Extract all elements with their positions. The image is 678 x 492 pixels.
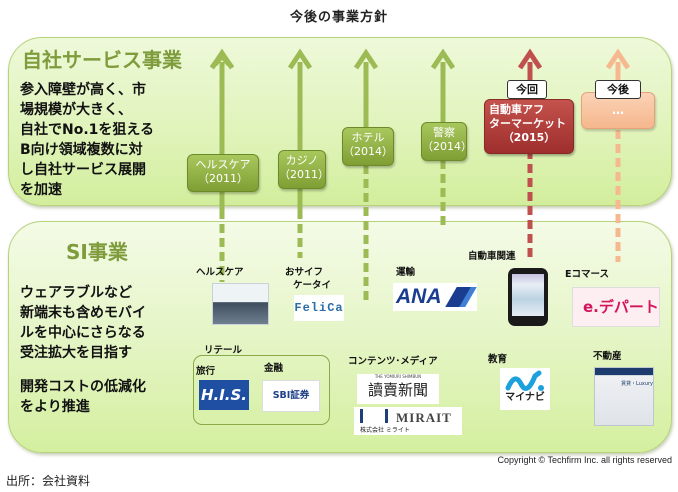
desc-line: し自社サービス展開 bbox=[20, 162, 146, 178]
milestone-year: （2014） bbox=[422, 140, 472, 153]
desc-line: ルを中心にさらなる bbox=[20, 325, 146, 341]
mynavi-logo: マイナビ bbox=[500, 368, 550, 410]
yomiuri-text: 讀賣新聞 bbox=[367, 381, 428, 399]
edepart-logo: e.デパート bbox=[572, 287, 660, 327]
milestone-name: 自動車アフ bbox=[489, 103, 544, 116]
label-ecommerce: Eコマース bbox=[565, 269, 610, 280]
si-panel bbox=[8, 221, 672, 453]
healthcare-app-screenshot bbox=[212, 283, 269, 325]
milestone-name: ヘルスケア bbox=[195, 158, 251, 171]
mirait-mark-icon bbox=[360, 409, 388, 423]
desc-line: 開発コストの低減化 bbox=[20, 379, 146, 395]
sbi-logo: SBI証券 bbox=[262, 380, 320, 412]
label-transport: 運輸 bbox=[396, 267, 416, 278]
real-estate-site-screenshot: 賃貸・Luxury bbox=[594, 367, 654, 426]
mirait-text: MIRAIT bbox=[396, 410, 452, 425]
ana-logo: ANA bbox=[393, 283, 477, 311]
retail-group-box bbox=[193, 355, 330, 425]
milestone-name: 警察 bbox=[433, 126, 455, 139]
yomiuri-logo: THE YOMIURI SHIMBUN 讀賣新聞 bbox=[357, 374, 439, 404]
copyright: Copyright © Techfirm Inc. all rights res… bbox=[497, 455, 672, 465]
mirait-sub: 株式会社 ミライト bbox=[360, 427, 410, 434]
felica-logo: FeliCa bbox=[294, 295, 344, 321]
mirait-logo: MIRAIT 株式会社 ミライト bbox=[354, 407, 462, 435]
tag-current: 今回 bbox=[507, 80, 547, 99]
milestone-casino: カジノ （2011） bbox=[278, 150, 329, 189]
label-education: 教育 bbox=[488, 354, 508, 365]
milestone-healthcare: ヘルスケア （2011） bbox=[187, 154, 259, 192]
milestone-year: （2015） bbox=[502, 131, 556, 144]
automotive-app-device bbox=[508, 268, 548, 326]
label-line: おサイフ bbox=[285, 267, 324, 278]
source-note: 出所：会社資料 bbox=[6, 474, 91, 488]
milestone-year: （2011） bbox=[279, 168, 329, 181]
mynavi-wave-icon bbox=[505, 370, 544, 391]
site-title: 賃貸・Luxury bbox=[621, 381, 654, 387]
desc-line: 自社でNo.1を狙える bbox=[20, 122, 154, 138]
his-logo: H.I.S. bbox=[199, 380, 249, 410]
label-line: ケータイ bbox=[293, 280, 332, 291]
label-healthcare: ヘルスケア bbox=[196, 267, 244, 278]
milestone-name: ターマーケット bbox=[489, 117, 566, 130]
label-osaifu: おサイフ ケータイ bbox=[285, 266, 331, 292]
si-title: SI事業 bbox=[66, 240, 128, 264]
ana-text: ANA bbox=[396, 285, 442, 308]
milestone-name: ホテル bbox=[351, 131, 385, 144]
arrow-hotel bbox=[353, 48, 379, 300]
label-automotive: 自動車関連 bbox=[468, 251, 516, 262]
label-retail: リテール bbox=[204, 345, 243, 356]
label-real-estate: 不動産 bbox=[593, 351, 622, 362]
desc-line: 場規模が大きく、 bbox=[20, 102, 132, 118]
yomiuri-sub: THE YOMIURI SHIMBUN bbox=[374, 374, 422, 379]
desc-line: 新端末も含めモバイ bbox=[20, 305, 146, 321]
mynavi-text: マイナビ bbox=[505, 392, 545, 403]
milestone-year: （2011） bbox=[198, 172, 248, 185]
desc-line: B向け領域複数に対 bbox=[20, 142, 143, 158]
milestone-year: （2014） bbox=[343, 145, 393, 158]
device-screen bbox=[512, 274, 544, 316]
milestone-automotive-aftermarket: 自動車アフ ターマーケット （2015） bbox=[484, 99, 574, 154]
milestone-police: 警察 （2014） bbox=[421, 122, 472, 161]
label-contents-media: コンテンツ･メディア bbox=[348, 356, 438, 367]
desc-line: 参入障壁が高く、市 bbox=[20, 82, 146, 98]
tag-future: 今後 bbox=[595, 80, 641, 99]
milestone-hotel: ホテル （2014） bbox=[342, 127, 394, 166]
label-travel: 旅行 bbox=[196, 366, 216, 377]
desc-line: をより推進 bbox=[20, 399, 90, 415]
desc-line: 受注拡大を目指す bbox=[20, 345, 132, 361]
desc-line: ウェアラブルなど bbox=[20, 285, 132, 301]
milestone-name: カジノ bbox=[285, 154, 319, 167]
edepart-text: e.デパート bbox=[583, 298, 659, 316]
page-title: 今後の事業方針 bbox=[289, 10, 388, 25]
own-service-title: 自社サービス事業 bbox=[22, 48, 182, 72]
own-service-description: 参入障壁が高く、市 場規模が大きく、 自社でNo.1を狙える B向け領域複数に対… bbox=[20, 80, 154, 200]
si-description: ウェアラブルなど 新端末も含めモバイ ルを中心にさらなる 受注拡大を目指す 開発… bbox=[20, 283, 146, 417]
desc-line: を加速 bbox=[20, 182, 62, 198]
label-finance: 金融 bbox=[264, 363, 284, 374]
